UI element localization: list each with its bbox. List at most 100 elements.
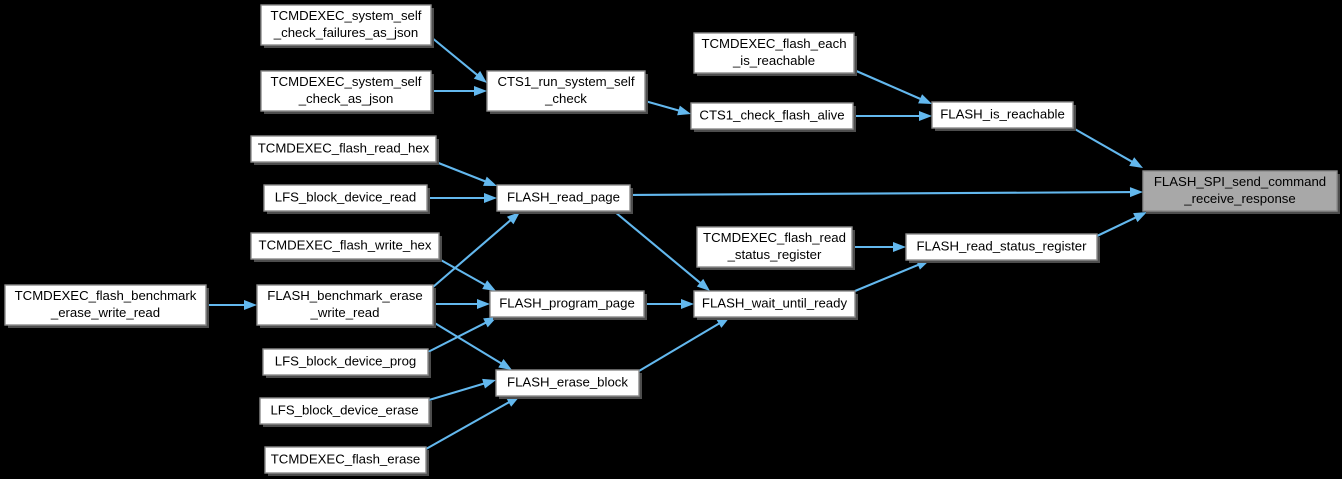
node-lfs_block_device_prog[interactable]: LFS_block_device_prog [262, 348, 431, 378]
edge-tcmdexec_flash_each_is_reachable-to-flash_is_reachable [853, 69, 932, 104]
node-cts1_run_system_self_check[interactable]: CTS1_run_system_self _check [486, 70, 648, 114]
node-label: FLASH_read_status_register [916, 238, 1087, 253]
edge-tcmdexec_system_self_check_as_json-to-cts1_run_system_self_check [431, 86, 487, 96]
edge-flash_is_reachable-to-flash_spi_send_command_receive_response [1072, 127, 1143, 168]
node-label: LFS_block_device_prog [275, 353, 417, 368]
edge-tcmdexec_flash_erase-to-flash_erase_block [425, 396, 520, 450]
node-label: TCMDEXEC_system_self [271, 74, 422, 89]
edge-line [428, 382, 486, 402]
node-box[interactable] [495, 369, 640, 397]
edge-line [614, 211, 703, 285]
edge-line [427, 321, 488, 353]
node-label: LFS_block_device_erase [270, 402, 418, 417]
node-tcmdexec_system_self_check_failures_as_json[interactable]: TCMDEXEC_system_self _check_failures_as_j… [260, 4, 434, 48]
node-box[interactable] [496, 184, 631, 212]
node-cts1_check_flash_alive[interactable]: CTS1_check_flash_alive [690, 102, 856, 132]
edge-tcmdexec_flash_read_status_register-to-flash_read_status_register [852, 242, 906, 252]
node-label: LFS_block_device_read [275, 189, 417, 204]
node-label: TCMDEXEC_system_self [271, 8, 422, 23]
node-box[interactable] [4, 284, 207, 326]
node-label: TCMDEXEC_flash_erase [271, 451, 421, 466]
node-lfs_block_device_read[interactable]: LFS_block_device_read [263, 184, 430, 214]
node-flash_is_reachable[interactable]: FLASH_is_reachable [931, 101, 1076, 131]
edge-tcmdexec_flash_benchmark_erase_write_read-to-flash_benchmark_erase_write_read [206, 300, 257, 310]
edge-arrowhead [498, 358, 512, 370]
node-box[interactable] [1142, 170, 1338, 212]
edge-line [430, 36, 480, 77]
node-box[interactable] [905, 233, 1098, 261]
edge-arrowhead [473, 70, 487, 83]
edge-line [853, 69, 923, 101]
node-box[interactable] [262, 348, 429, 376]
edge-line [432, 321, 504, 366]
edge-line [425, 400, 511, 450]
edge-arrowhead [696, 278, 710, 291]
node-lfs_block_device_erase[interactable]: LFS_block_device_erase [259, 397, 432, 427]
node-label: _check_as_json [298, 91, 394, 106]
node-box[interactable] [260, 4, 432, 46]
edge-line [1096, 215, 1138, 237]
node-box[interactable] [693, 32, 855, 74]
node-box[interactable] [260, 70, 432, 112]
node-label: TCMDEXEC_flash_benchmark [15, 288, 197, 303]
edge-arrowhead [1129, 187, 1143, 198]
node-label: FLASH_read_page [507, 189, 620, 204]
node-tcmdexec_flash_read_status_register[interactable]: TCMDEXEC_flash_read_status_register [696, 226, 855, 270]
node-box[interactable] [693, 290, 856, 318]
edge-line [435, 161, 488, 183]
edge-flash_read_page-to-flash_spi_send_command_receive_response [629, 187, 1143, 198]
edge-arrowhead [919, 111, 932, 121]
node-tcmdexec_flash_read_hex[interactable]: TCMDEXEC_flash_read_hex [250, 135, 439, 165]
edge-line [854, 263, 921, 292]
node-box[interactable] [489, 290, 645, 318]
node-label: CTS1_check_flash_alive [699, 107, 844, 122]
edge-flash_benchmark_erase_write_read-to-flash_erase_block [432, 321, 512, 370]
node-box[interactable] [256, 284, 434, 326]
node-tcmdexec_system_self_check_as_json[interactable]: TCMDEXEC_system_self _check_as_json [260, 70, 434, 114]
node-box[interactable] [486, 70, 646, 112]
node-flash_read_page[interactable]: FLASH_read_page [496, 184, 633, 214]
node-box[interactable] [931, 101, 1074, 129]
edge-arrowhead [918, 94, 932, 104]
node-label: _status_register [727, 247, 822, 262]
edge-line [629, 191, 1133, 197]
edge-line [432, 218, 513, 288]
edge-arrowhead [477, 299, 490, 309]
edge-arrowhead [677, 105, 691, 116]
node-box[interactable] [259, 397, 430, 425]
edge-cts1_check_flash_alive-to-flash_is_reachable [853, 111, 932, 121]
node-flash_erase_block[interactable]: FLASH_erase_block [495, 369, 642, 399]
node-flash_wait_until_ready[interactable]: FLASH_wait_until_ready [693, 290, 858, 320]
node-tcmdexec_flash_write_hex[interactable]: TCMDEXEC_flash_write_hex [250, 232, 442, 262]
node-tcmdexec_flash_each_is_reachable[interactable]: TCMDEXEC_flash_each_is_reachable [693, 32, 857, 76]
node-label: FLASH_wait_until_ready [702, 295, 848, 310]
node-label: _is_reachable [732, 53, 815, 68]
edge-arrowhead [893, 242, 906, 252]
node-label: _erase_write_read [50, 305, 160, 320]
node-label: _check_failures_as_json [273, 25, 418, 40]
node-flash_benchmark_erase_write_read[interactable]: FLASH_benchmark_erase_write_read [256, 284, 436, 328]
node-box[interactable] [690, 102, 854, 130]
node-box[interactable] [264, 446, 427, 474]
edge-arrowhead [482, 280, 496, 291]
edge-line [1072, 127, 1134, 164]
edge-flash_erase_block-to-flash_wait_until_ready [638, 317, 730, 372]
node-flash_spi_send_command_receive_response[interactable]: FLASH_SPI_send_command_receive_response [1142, 170, 1340, 214]
node-box[interactable] [263, 184, 428, 212]
node-label: FLASH_is_reachable [940, 106, 1065, 121]
edge-lfs_block_device_erase-to-flash_erase_block [428, 378, 496, 402]
node-flash_program_page[interactable]: FLASH_program_page [489, 290, 647, 320]
edge-arrowhead [1133, 212, 1147, 223]
node-flash_read_status_register[interactable]: FLASH_read_status_register [905, 233, 1100, 263]
node-box[interactable] [250, 135, 437, 163]
edge-tcmdexec_flash_write_hex-to-flash_program_page [438, 258, 496, 291]
node-tcmdexec_flash_erase[interactable]: TCMDEXEC_flash_erase [264, 446, 429, 476]
edge-flash_benchmark_erase_write_read-to-flash_read_page [432, 212, 520, 288]
node-label: CTS1_run_system_self [497, 74, 634, 89]
node-box[interactable] [696, 226, 853, 268]
edge-arrowhead [484, 193, 497, 203]
node-label: _check [544, 91, 587, 106]
node-tcmdexec_flash_benchmark_erase_write_read[interactable]: TCMDEXEC_flash_benchmark _erase_write_rea… [4, 284, 209, 328]
node-box[interactable] [250, 232, 440, 260]
